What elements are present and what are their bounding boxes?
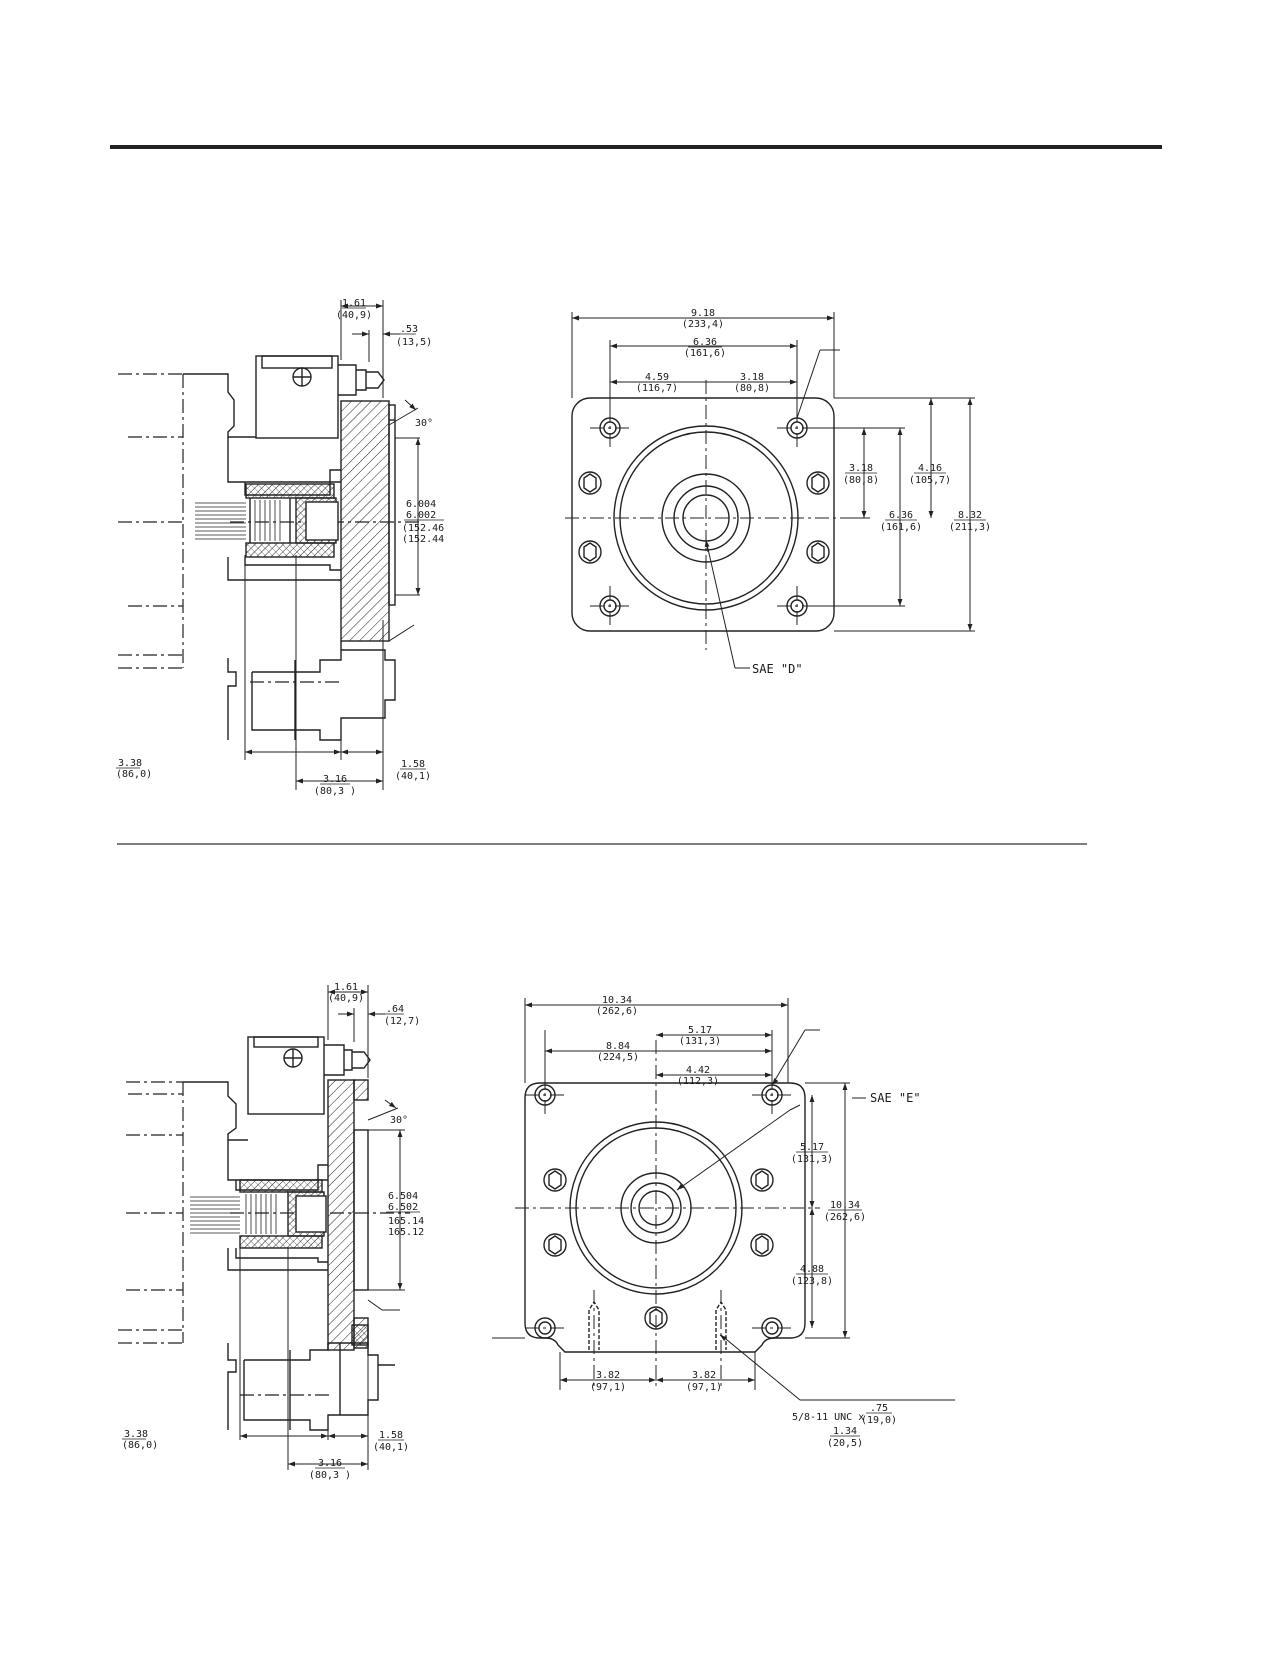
dim-bot-pilot-2: 6.502 <box>388 1202 418 1213</box>
top-front-view <box>565 312 975 669</box>
dim-bot-wbolthalf-b: (112,3) <box>677 1076 719 1087</box>
dim-top-d4-b: (80,3 ) <box>314 786 356 797</box>
dim-top-pilot-3: (152.46 <box>402 523 444 534</box>
callout-sae-d: SAE "D" <box>752 662 803 676</box>
dim-top-d5-a: 1.58 <box>401 759 425 770</box>
dim-bot-wbolt-a: 8.84 <box>606 1041 630 1052</box>
dim-bot-d4-b: (80,3 ) <box>309 1470 351 1481</box>
dim-top-htotal-a: 8.32 <box>958 510 982 521</box>
dim-bot-d5-a: 1.58 <box>379 1430 403 1441</box>
top-rule <box>110 145 1162 149</box>
dim-bot-wtotal-a: 10.34 <box>602 995 632 1006</box>
dim-bot-d1-b: (40,9) <box>328 993 364 1004</box>
dim-bot-bright-b: (97,1) <box>686 1382 722 1393</box>
dim-bot-angle: 30° <box>390 1115 408 1126</box>
dim-top-wleft-a: 4.59 <box>645 372 669 383</box>
dim-bot-wbolt-b: (224,5) <box>597 1052 639 1063</box>
callout-sae-e: SAE "E" <box>870 1091 921 1105</box>
dim-top-pilot-4: (152.44 <box>402 534 444 545</box>
dim-top-wbolt-a: 6.36 <box>693 337 717 348</box>
dim-bot-wbolthalf-a: 4.42 <box>686 1065 710 1076</box>
dim-top-wtotal-b: (233,4) <box>682 319 724 330</box>
dim-bot-bright-a: 3.82 <box>692 1370 716 1381</box>
dim-bot-d3-b: (86,0) <box>122 1440 158 1451</box>
dim-bot-wtotal-b: (262,6) <box>596 1006 638 1017</box>
dim-top-d4-a: 3.16 <box>323 774 347 785</box>
dim-bot-htotal-a: 10.34 <box>830 1200 860 1211</box>
dim-bot-bleft-a: 3.82 <box>596 1370 620 1381</box>
dim-top-hoff-a: 4.16 <box>918 463 942 474</box>
dim-top-d2-b: (13,5) <box>396 337 432 348</box>
dim-bot-pilot-4: 165.12 <box>388 1227 424 1238</box>
dim-bot-bleft-b: (97,1) <box>590 1382 626 1393</box>
dim-top-hbolt-a: 6.36 <box>889 510 913 521</box>
fraction-bars <box>116 307 986 1469</box>
bottom-side-view <box>118 985 410 1470</box>
dim-top-pilot-1: 6.004 <box>406 499 436 510</box>
dim-bot-whalf-b: (131,3) <box>679 1036 721 1047</box>
dim-bot-d1-a: 1.61 <box>334 982 358 993</box>
thread-spec: 5/8-11 UNC x <box>792 1412 864 1423</box>
dim-top-d5-b: (40,1) <box>395 771 431 782</box>
dim-bot-hlower-a: 4.88 <box>800 1264 824 1275</box>
dim-top-wleft-b: (116,7) <box>636 383 678 394</box>
dim-bot-hupper-b: (131,3) <box>791 1154 833 1165</box>
thread-depth-b: (19,0) <box>861 1415 897 1426</box>
dim-bot-d4-a: 3.16 <box>318 1458 342 1469</box>
dim-top-hoff-b: (105,7) <box>909 475 951 486</box>
thread-drill-a: 1.34 <box>833 1426 857 1437</box>
dim-bot-d2-a: .64 <box>386 1004 404 1015</box>
dim-top-d3-a: 3.38 <box>118 758 142 769</box>
dim-bot-d3-a: 3.38 <box>124 1429 148 1440</box>
thread-drill-b: (20,5) <box>827 1438 863 1449</box>
dim-top-angle: 30° <box>415 418 433 429</box>
dim-top-d2-a: .53 <box>400 324 418 335</box>
dim-top-wright-a: 3.18 <box>740 372 764 383</box>
dim-bot-hupper-a: 5.17 <box>800 1142 824 1153</box>
dim-top-wright-b: (80,8) <box>734 383 770 394</box>
dim-bot-pilot-1: 6.504 <box>388 1191 418 1202</box>
dim-top-hhalf-a: 3.18 <box>849 463 873 474</box>
dim-bot-hlower-b: (123,8) <box>791 1276 833 1287</box>
bottom-labels: 1.61 (40,9) .64 (12,7) 30° 6.504 6.502 1… <box>122 982 921 1481</box>
top-side-view <box>118 300 421 790</box>
bottom-front-view <box>492 998 955 1401</box>
dim-top-d3-b: (86,0) <box>116 769 152 780</box>
dim-bot-d2-b: (12,7) <box>384 1016 420 1027</box>
dim-bot-htotal-b: (262,6) <box>824 1212 866 1223</box>
dim-bot-d5-b: (40,1) <box>373 1442 409 1453</box>
dim-top-d1-a: 1.61 <box>342 298 366 309</box>
dim-bot-pilot-3: 165.14 <box>388 1216 424 1227</box>
dim-bot-whalf-a: 5.17 <box>688 1025 712 1036</box>
dim-top-htotal-b: (211,3) <box>949 522 991 533</box>
dim-top-wbolt-b: (161,6) <box>684 348 726 359</box>
dim-top-hhalf-b: (80,8) <box>843 475 879 486</box>
top-labels: 1.61 (40,9) .53 (13,5) 30° 6.004 6.002 (… <box>116 298 991 797</box>
thread-depth-a: .75 <box>870 1403 888 1414</box>
dim-top-pilot-2: 6.002 <box>406 510 436 521</box>
dim-top-hbolt-b: (161,6) <box>880 522 922 533</box>
dim-top-wtotal-a: 9.18 <box>691 308 715 319</box>
dim-top-d1-b: (40,9) <box>336 310 372 321</box>
